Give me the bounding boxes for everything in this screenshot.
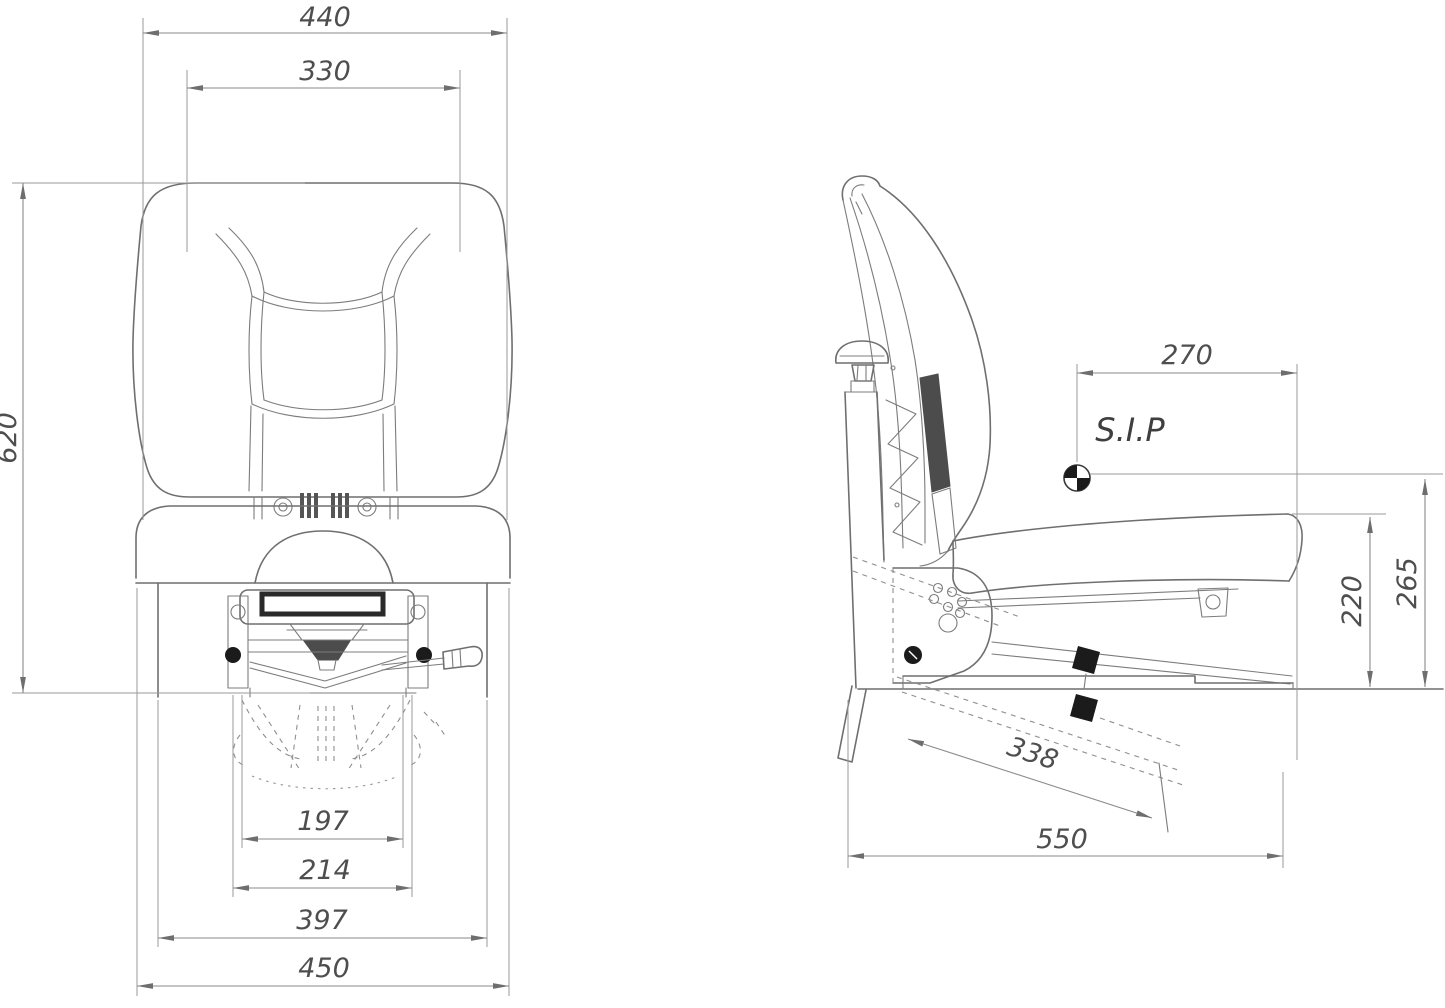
front-view: 440 330 620 197 214 397	[0, 2, 513, 996]
sip-marker	[1063, 464, 1091, 492]
side-hidden-tilt-lines	[852, 556, 1184, 833]
dim-rail-travel: 338	[907, 731, 1153, 819]
front-cushion-outline	[135, 505, 511, 698]
front-adjustment-lever	[381, 645, 483, 671]
dim-overall-width: 440	[142, 2, 508, 520]
dim-overall-height: 620	[0, 182, 310, 694]
dim-inner-rail-label: 197	[297, 806, 349, 837]
front-backrest-outline	[132, 182, 513, 498]
dim-outer-rail-label: 214	[299, 855, 351, 886]
dim-backrest-width-label: 330	[299, 56, 351, 87]
side-backrest-mount	[885, 373, 957, 555]
side-view: S.I.P 270 220 265 338 550	[835, 175, 1444, 868]
side-tilt-knob-upper	[1072, 646, 1100, 674]
dim-sip-setback-label: 270	[1161, 340, 1213, 371]
dim-frame-width-label: 397	[296, 905, 348, 936]
side-backrest-profile	[841, 175, 992, 567]
front-cushion-dome	[254, 530, 394, 584]
dim-overall-width-label: 440	[299, 2, 351, 33]
dim-overall-height-label: 620	[0, 412, 23, 464]
dim-base-width-label: 450	[298, 953, 350, 984]
dim-overall-depth-label: 550	[1036, 824, 1088, 855]
side-seat-pan	[957, 587, 1293, 685]
side-bracket-plate	[892, 567, 993, 684]
side-tilt-knob-lower	[1070, 694, 1098, 722]
dim-backrest-width: 330	[186, 56, 461, 252]
front-hidden-linkage	[233, 699, 447, 790]
side-cushion-profile	[952, 513, 1303, 595]
dim-cushion-height-label: 220	[1337, 575, 1368, 627]
side-front-upright	[837, 391, 885, 763]
side-adjuster-knob	[835, 340, 889, 393]
dim-cushion-height: 220	[1292, 513, 1386, 687]
dim-rail-travel-label: 338	[1003, 731, 1062, 776]
dim-overall-depth: 550	[847, 700, 1284, 868]
dim-sip-height: 265	[1392, 479, 1428, 687]
dim-sip-setback: 270	[1076, 340, 1298, 760]
side-base-rail	[857, 675, 1444, 690]
dim-sip-height-label: 265	[1392, 557, 1423, 609]
dim-base-width: 450	[136, 588, 510, 996]
dim-outer-rail-spacing: 214	[232, 695, 413, 897]
dim-frame-width: 397	[157, 700, 488, 947]
dim-inner-rail-spacing: 197	[241, 695, 404, 848]
front-backrest-stitching	[215, 227, 431, 492]
front-suspension-frame	[225, 589, 432, 698]
sip-label: S.I.P	[1095, 411, 1165, 449]
